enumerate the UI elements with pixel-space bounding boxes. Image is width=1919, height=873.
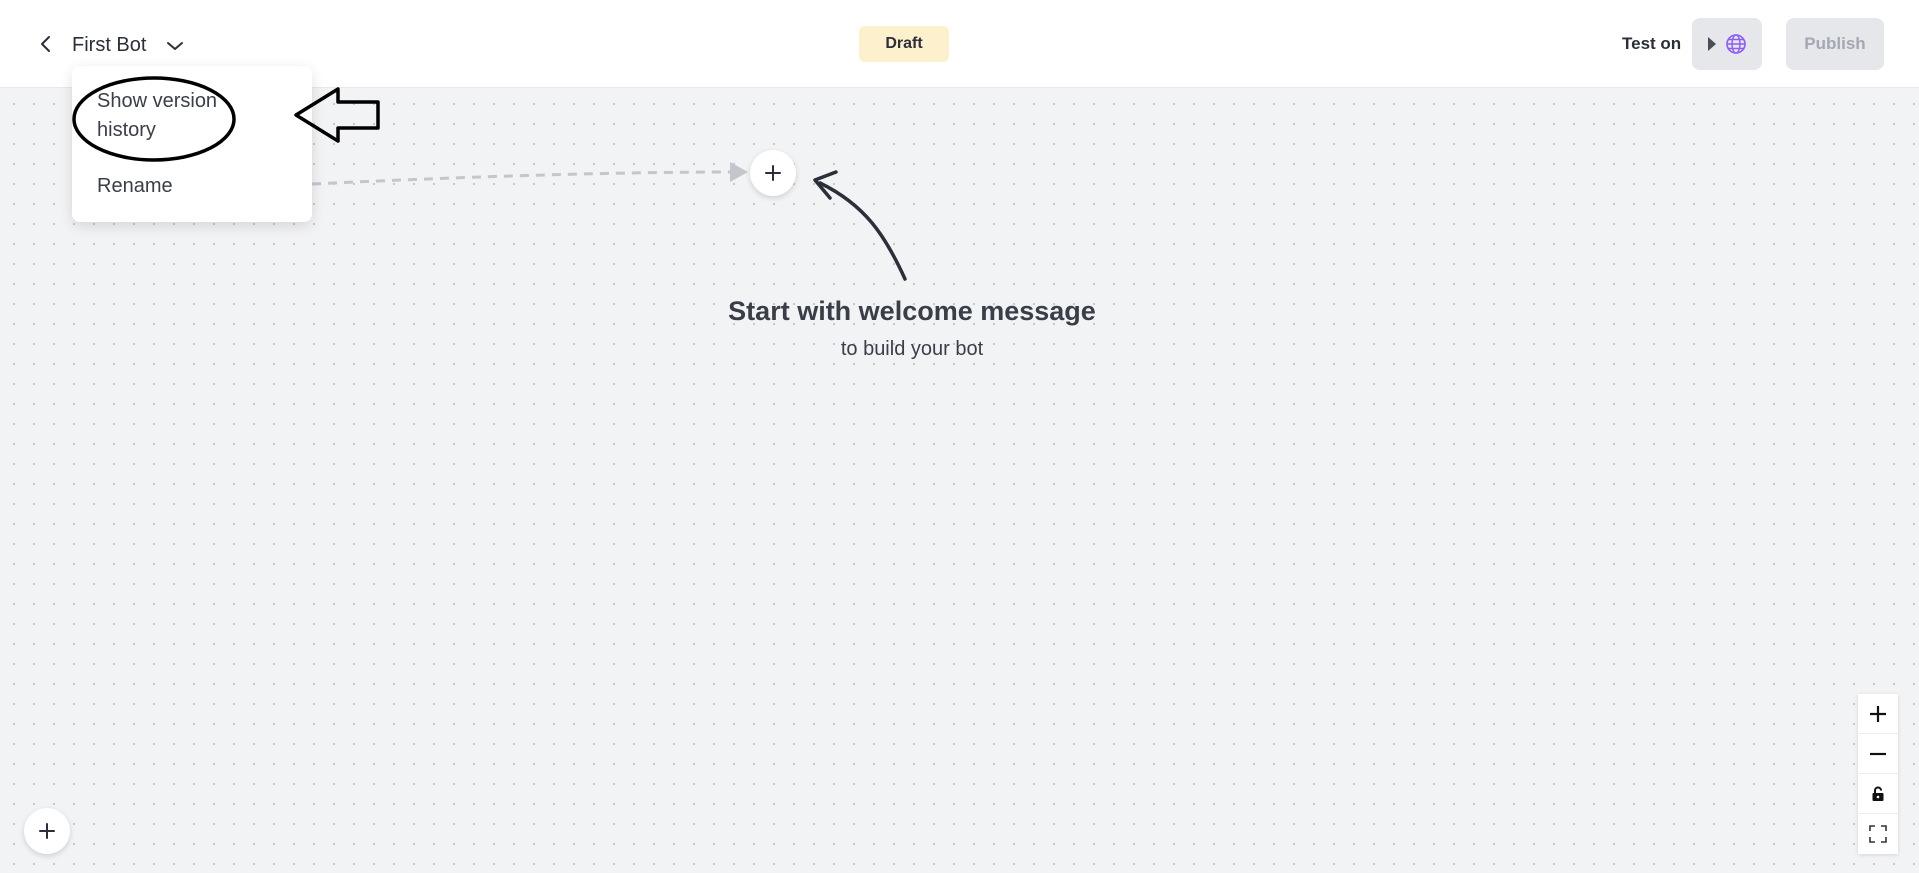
- add-welcome-node-button[interactable]: [750, 150, 796, 196]
- lock-button[interactable]: [1858, 774, 1898, 814]
- zoom-in-button[interactable]: [1858, 694, 1898, 734]
- zoom-out-button[interactable]: [1858, 734, 1898, 774]
- zoom-controls: [1858, 694, 1898, 854]
- play-icon: [1708, 37, 1716, 51]
- menu-item-rename[interactable]: Rename: [97, 175, 173, 197]
- lock-icon: [1872, 786, 1884, 801]
- zoom-out-icon: [1870, 752, 1886, 755]
- plus-icon: [39, 823, 55, 839]
- back-button[interactable]: [34, 30, 58, 58]
- plus-icon: [765, 165, 781, 181]
- zoom-in-icon: [1870, 705, 1886, 722]
- publish-button[interactable]: Publish: [1786, 18, 1884, 70]
- hint-title: Start with welcome message: [728, 296, 1096, 326]
- top-header: First Bot Draft Test on Publish: [0, 0, 1919, 88]
- status-badge: Draft: [859, 26, 949, 62]
- test-on-button[interactable]: [1692, 18, 1762, 70]
- fit-view-button[interactable]: [1858, 814, 1898, 854]
- bot-name[interactable]: First Bot: [72, 34, 147, 56]
- test-on-label: Test on: [1622, 34, 1682, 53]
- flow-canvas[interactable]: [0, 88, 1919, 873]
- bot-options-dropdown: Show version history Rename: [72, 66, 312, 222]
- menu-item-show-version-history[interactable]: Show version history: [97, 90, 218, 141]
- add-block-button[interactable]: [24, 808, 70, 854]
- chevron-left-icon: [41, 36, 50, 52]
- fit-view-icon: [1869, 825, 1887, 843]
- bot-menu-toggle[interactable]: [162, 34, 188, 58]
- globe-icon: [1726, 34, 1746, 54]
- chevron-down-icon: [167, 42, 183, 50]
- hint-subtitle: to build your bot: [840, 338, 984, 360]
